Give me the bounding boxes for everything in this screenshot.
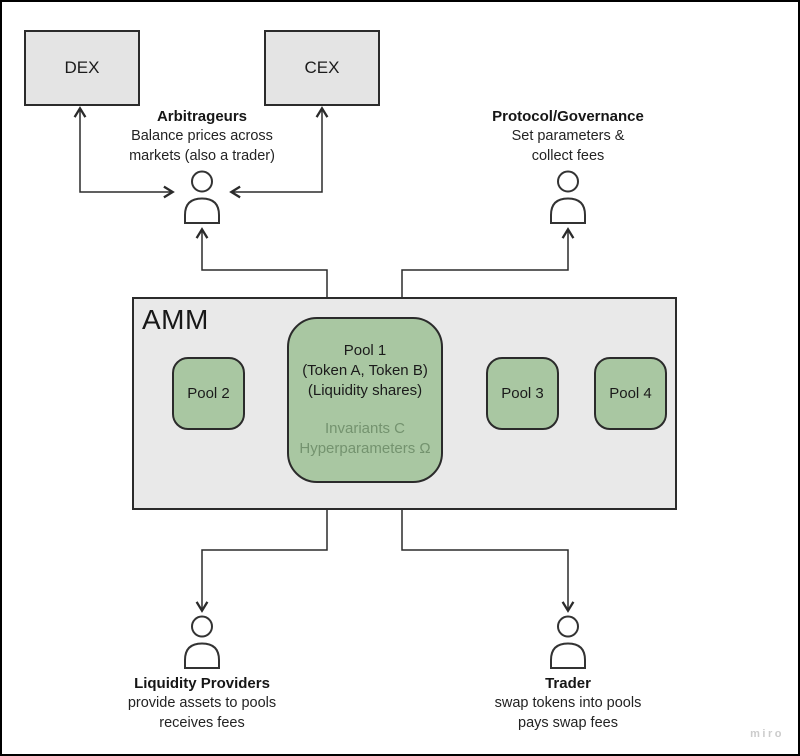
- trader-title: Trader: [545, 675, 591, 692]
- liquidity-providers-text-block[interactable]: Liquidity Providers provide assets to po…: [128, 673, 276, 733]
- pool1-invariants: Invariants C: [324, 420, 406, 437]
- cex-node[interactable]: CEX: [264, 30, 380, 106]
- pool1-node[interactable]: Pool 1 (Token A, Token B) (Liquidity sha…: [287, 317, 443, 483]
- pool4-label: Pool 4: [609, 385, 652, 402]
- pool1-tokens: (Token A, Token B): [302, 362, 428, 379]
- person-icon-liquidity-providers[interactable]: [180, 615, 224, 669]
- protocol-governance-text-block[interactable]: Protocol/Governance Set parameters & col…: [492, 106, 644, 166]
- person-icon-trader[interactable]: [546, 615, 590, 669]
- dex-node[interactable]: DEX: [24, 30, 140, 106]
- pool2-node[interactable]: Pool 2: [172, 357, 245, 430]
- pool1-name: Pool 1: [343, 342, 387, 359]
- amm-title: AMM: [142, 304, 209, 335]
- pool2-label: Pool 2: [187, 385, 230, 402]
- arbitrageurs-text-block[interactable]: Arbitrageurs Balance prices across marke…: [129, 106, 275, 166]
- pool1-hyperparameters: Hyperparameters Ω: [299, 440, 431, 457]
- pool3-label: Pool 3: [501, 385, 544, 402]
- trader-text-block[interactable]: Trader swap tokens into pools pays swap …: [495, 673, 642, 733]
- pool4-node[interactable]: Pool 4: [594, 357, 667, 430]
- trader-desc-line1: swap tokens into pools: [494, 695, 642, 711]
- person-icon-arbitrageur[interactable]: [180, 170, 224, 224]
- cex-label: CEX: [304, 58, 340, 77]
- pool1-shares: (Liquidity shares): [307, 382, 423, 399]
- miro-watermark: miro: [750, 728, 784, 740]
- liquidity-providers-desc-line1: provide assets to pools: [127, 695, 277, 711]
- protocol-desc-line1: Set parameters &: [511, 128, 625, 144]
- arbitrageurs-title: Arbitrageurs: [156, 108, 248, 125]
- arbitrageurs-desc-line2: markets (also a trader): [129, 147, 275, 164]
- pool3-node[interactable]: Pool 3: [486, 357, 559, 430]
- trader-desc-line2: pays swap fees: [518, 714, 618, 731]
- protocol-governance-title: Protocol/Governance: [492, 108, 644, 125]
- dex-label: DEX: [64, 58, 100, 77]
- liquidity-providers-title: Liquidity Providers: [134, 675, 270, 692]
- protocol-desc-line2: collect fees: [531, 147, 605, 164]
- liquidity-providers-desc-line2: receives fees: [159, 714, 245, 731]
- person-icon-protocol-governance[interactable]: [546, 170, 590, 224]
- arbitrageurs-desc-line1: Balance prices across: [131, 128, 273, 144]
